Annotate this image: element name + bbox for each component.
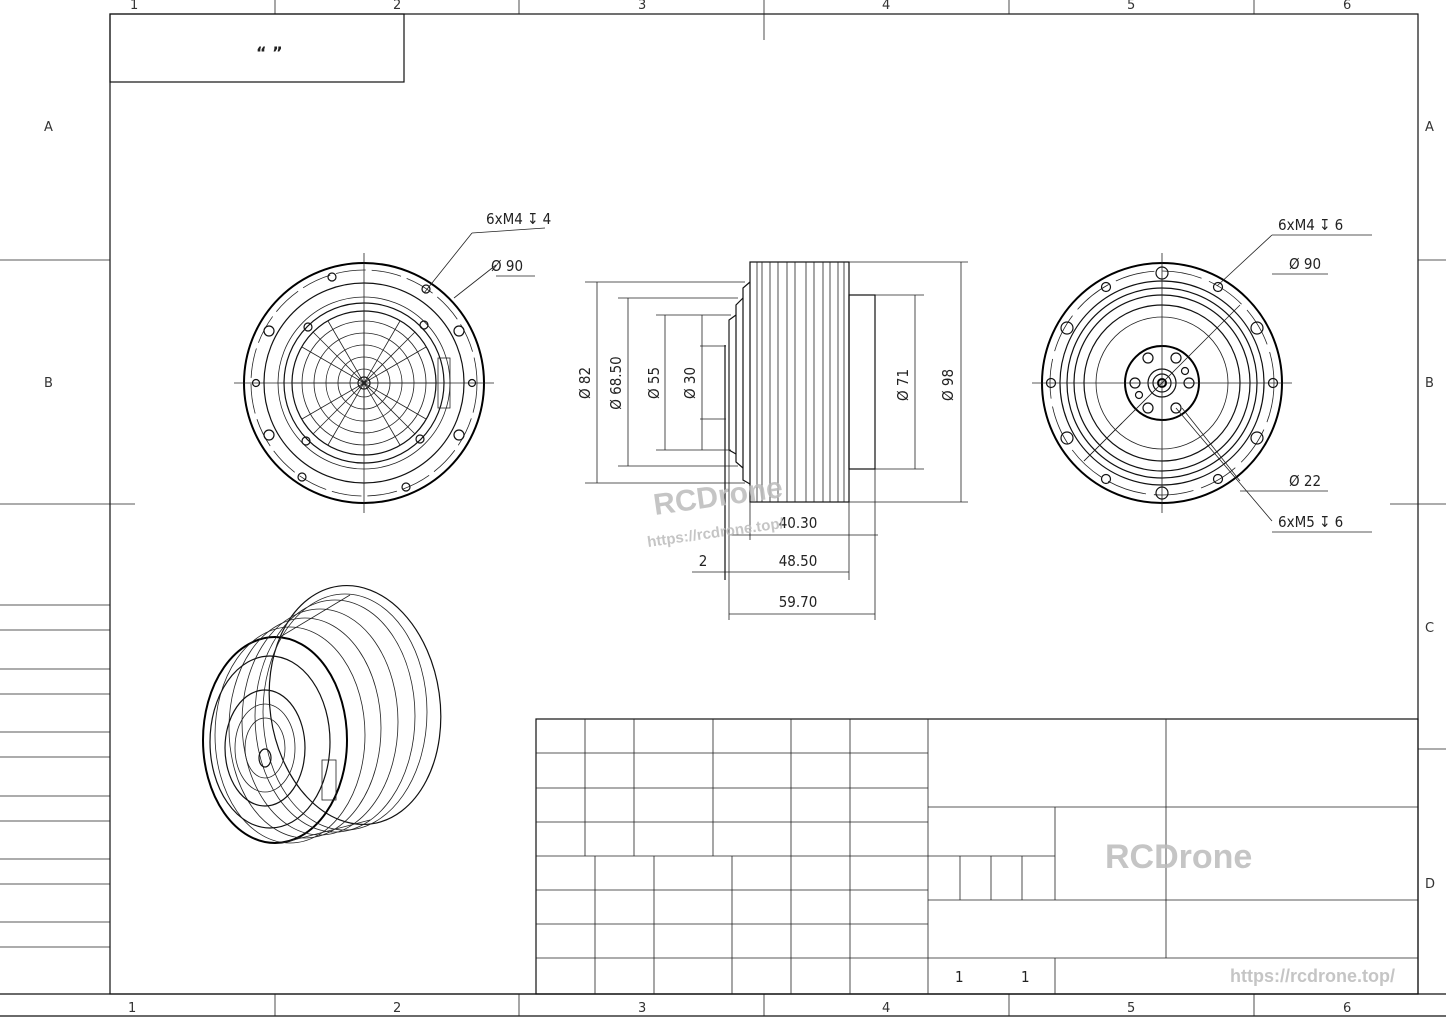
svg-text:RCDrone: RCDrone (651, 471, 784, 522)
col-label: 4 (882, 1001, 890, 1016)
dim-l40: 40.30 (779, 514, 818, 532)
col-label: 1 (128, 1001, 136, 1016)
side-view: Ø 82 Ø 68.50 Ø 55 Ø 30 Ø 71 Ø 98 40.30 2… (576, 261, 968, 620)
left-revision-table (0, 604, 110, 948)
col-label: 6 (1343, 1001, 1351, 1016)
rear-view (1032, 234, 1292, 522)
row-label: B (1425, 376, 1434, 391)
title-block (535, 718, 1419, 995)
row-label: D (1425, 877, 1435, 892)
col-label: 2 (393, 1001, 401, 1016)
dim-d82: Ø 82 (576, 367, 594, 399)
front-view-callouts: 6xM4 ↧ 4 Ø 90 (471, 210, 551, 277)
col-label: 3 (638, 0, 646, 13)
row-label: A (44, 120, 53, 135)
col-label: 3 (638, 1001, 646, 1016)
front-view (234, 232, 497, 513)
dim-d55: Ø 55 (645, 367, 663, 399)
rear-shaft-diameter: Ø 22 (1289, 472, 1321, 490)
svg-text:RCDrone: RCDrone (1105, 838, 1252, 876)
rear-bolt-circle: Ø 90 (1289, 255, 1321, 273)
svg-text:“ ”: “ ” (256, 43, 283, 62)
dim-d68: Ø 68.50 (607, 356, 625, 410)
sheet-number: 1 (955, 968, 964, 986)
dim-d98: Ø 98 (939, 369, 957, 401)
dim-l48: 48.50 (779, 552, 818, 570)
row-label: A (1425, 120, 1434, 135)
sheet-total: 1 (1021, 968, 1030, 986)
col-label: 2 (393, 0, 401, 13)
dim-l59: 59.70 (779, 593, 818, 611)
col-label: 6 (1343, 0, 1351, 13)
rear-holes-inner: 6xM5 ↧ 6 (1278, 513, 1343, 531)
dim-l2: 2 (699, 552, 708, 570)
row-label: C (1425, 621, 1434, 636)
row-label: B (44, 376, 53, 391)
dim-d30: Ø 30 (681, 367, 699, 399)
isometric-view (202, 584, 442, 844)
front-holes-callout: 6xM4 ↧ 4 (486, 210, 551, 228)
col-label: 4 (882, 0, 890, 13)
watermark: RCDrone https://rcdrone.top/ RCDrone htt… (646, 471, 1395, 986)
col-label: 1 (130, 0, 138, 13)
rear-view-callouts: 6xM4 ↧ 6 Ø 90 Ø 22 6xM5 ↧ 6 (1240, 216, 1372, 533)
col-label: 5 (1127, 1001, 1135, 1016)
dim-d71: Ø 71 (894, 369, 912, 401)
rear-holes-outer: 6xM4 ↧ 6 (1278, 216, 1343, 234)
front-bolt-circle: Ø 90 (491, 257, 523, 275)
svg-text:https://rcdrone.top/: https://rcdrone.top/ (1230, 966, 1395, 986)
title-box: “ ” (109, 13, 405, 83)
col-label: 5 (1127, 0, 1135, 13)
zone-labels: 1 2 3 4 5 6 1 2 3 4 5 6 A B A B C D (44, 0, 1435, 1016)
